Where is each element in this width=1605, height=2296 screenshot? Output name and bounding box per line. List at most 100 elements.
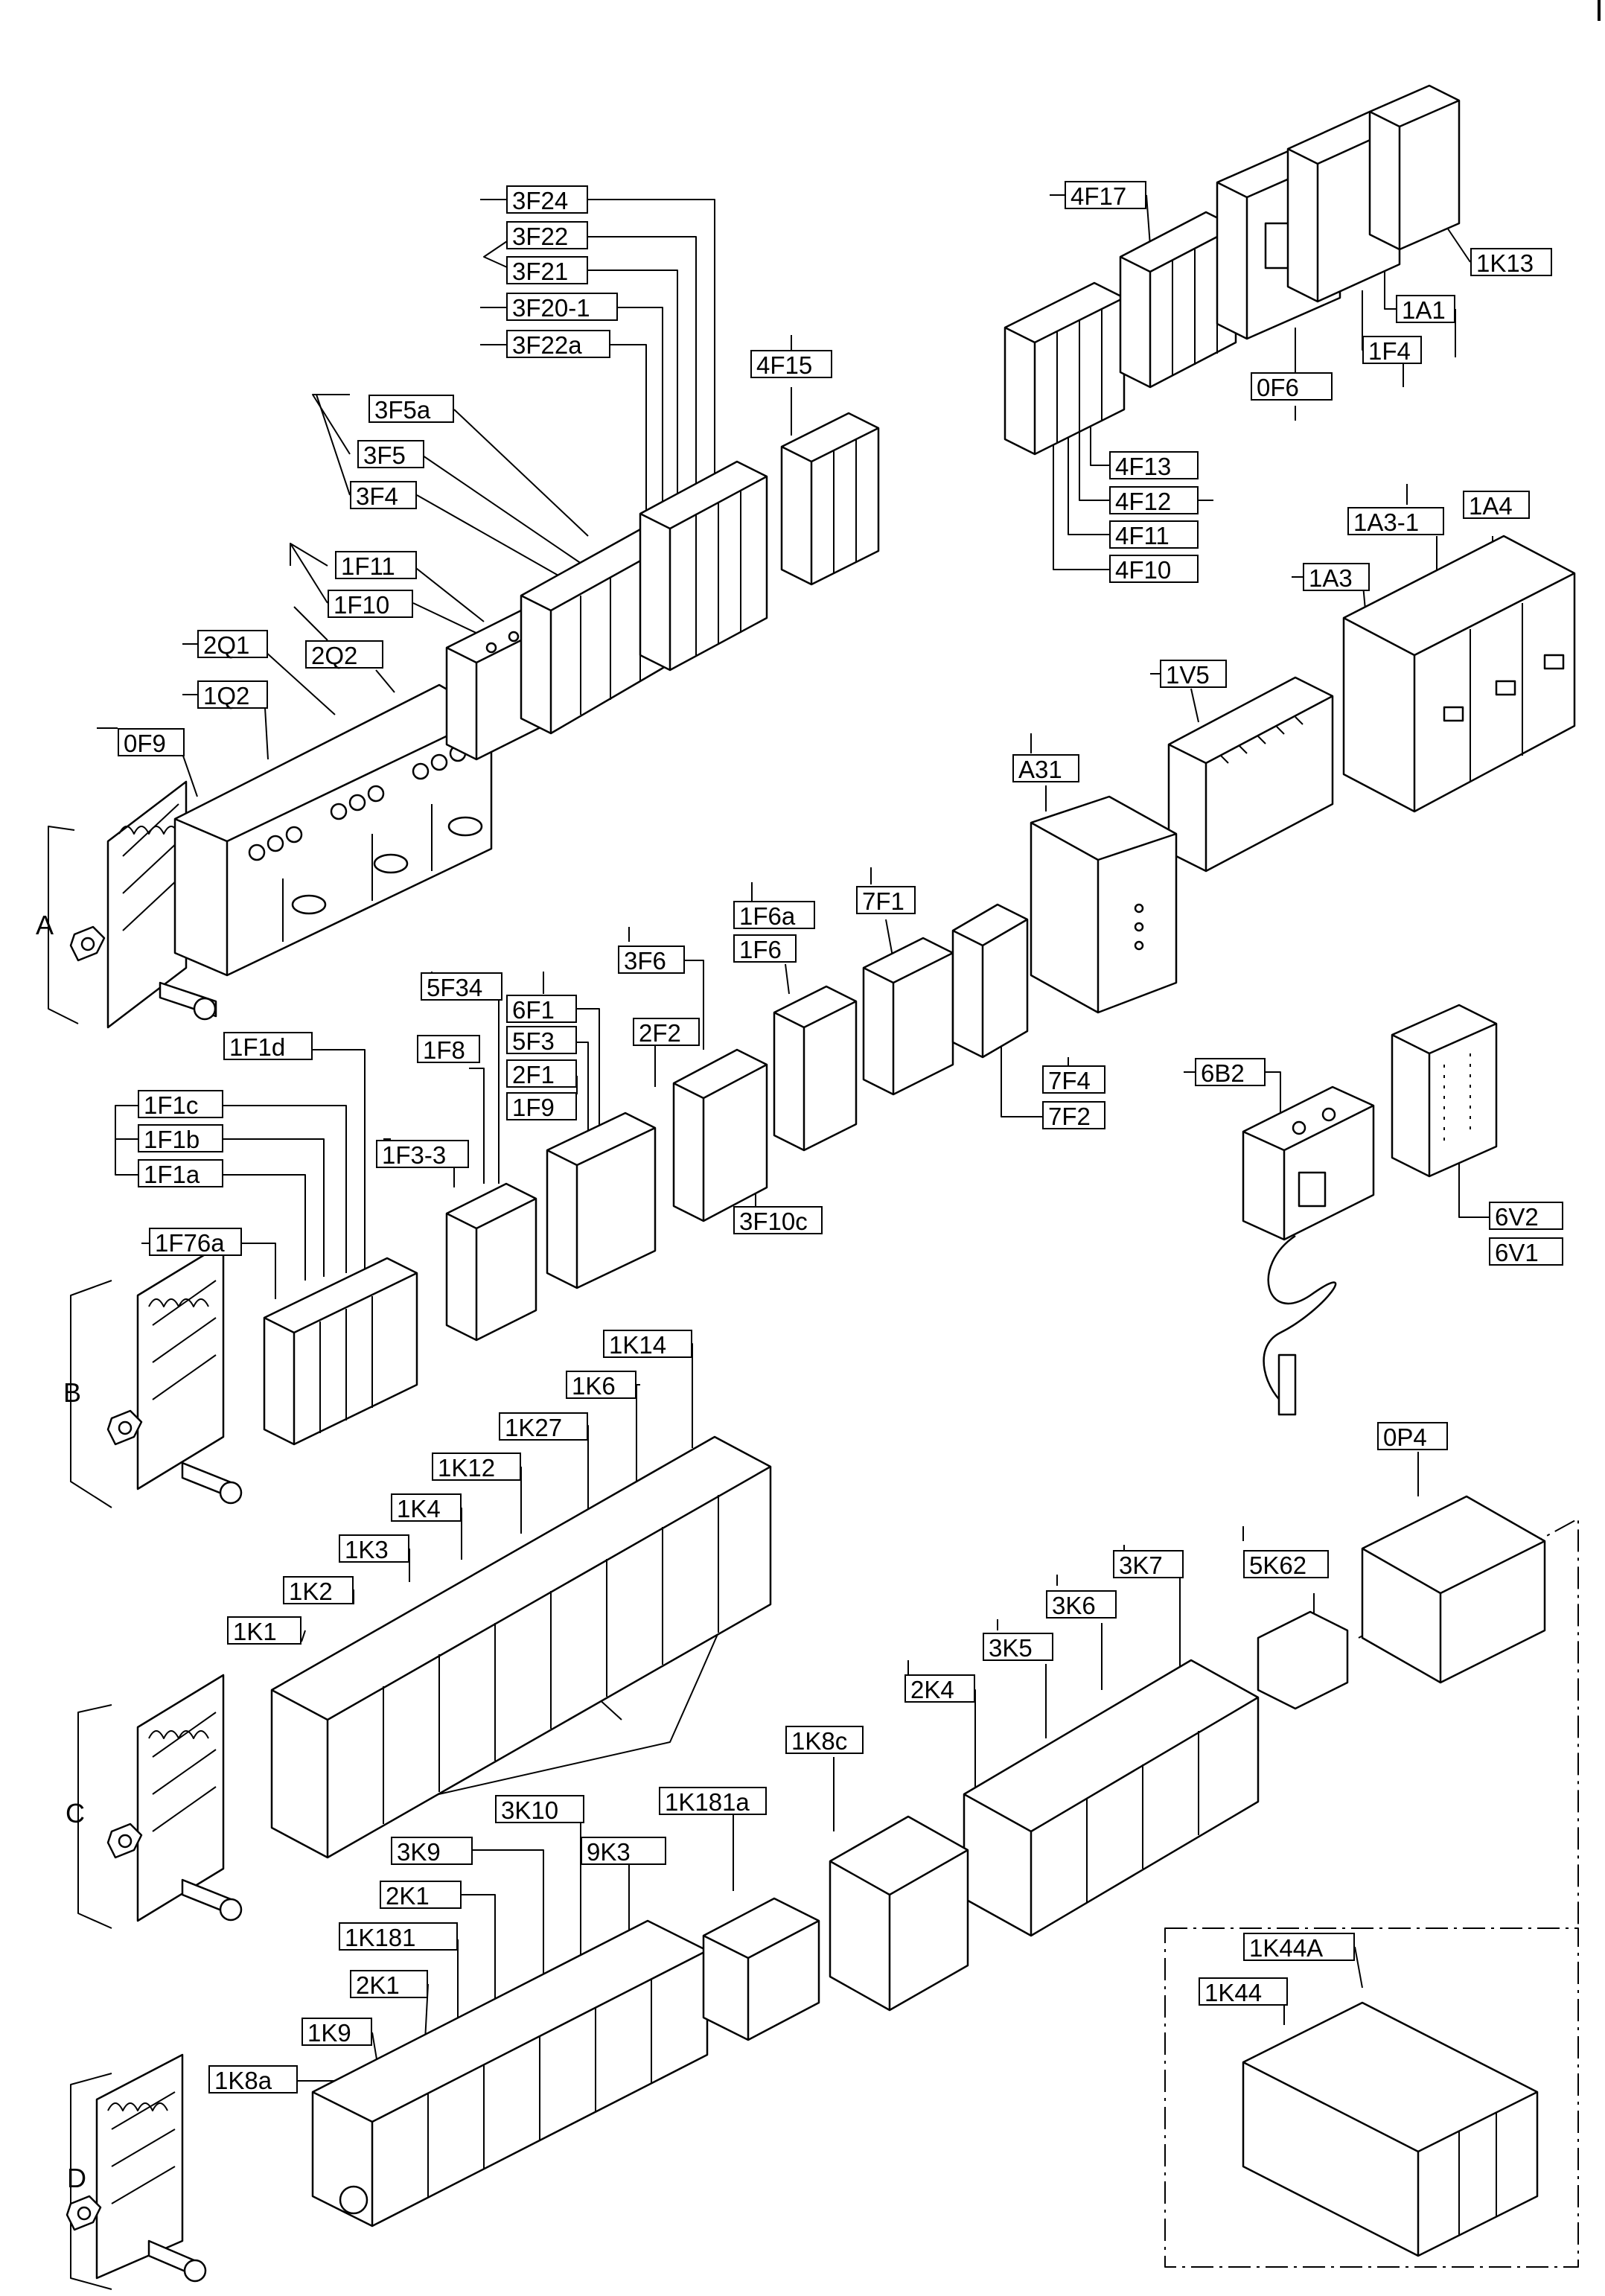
part-label-4f15: 4F15 <box>750 350 832 379</box>
contactor-1k8c <box>829 1815 969 2012</box>
part-label-1a3: 1A3 <box>1303 563 1370 592</box>
part-label-3k10: 3K10 <box>495 1795 584 1824</box>
part-label-1k3: 1K3 <box>339 1534 409 1563</box>
part-label-1f8: 1F8 <box>417 1035 480 1064</box>
part-label-1k44a: 1K44A <box>1243 1933 1355 1962</box>
din-rail-a <box>69 780 217 1029</box>
part-label-1f1c: 1F1c <box>138 1090 223 1119</box>
part-label-1k8c: 1K8c <box>785 1726 864 1755</box>
part-label-3k9: 3K9 <box>391 1837 473 1866</box>
part-label-1f10: 1F10 <box>328 590 413 619</box>
contactor-1k181a <box>702 1897 820 2041</box>
part-label-1k2: 1K2 <box>283 1576 354 1605</box>
din-rail-b <box>106 1242 243 1505</box>
part-label-1k181a: 1K181a <box>659 1787 767 1816</box>
part-label-1a3-1: 1A3-1 <box>1347 507 1444 536</box>
part-label-7f4: 7F4 <box>1042 1065 1105 1094</box>
part-label-1f1d: 1F1d <box>223 1032 313 1061</box>
part-label-3f6: 3F6 <box>618 945 685 975</box>
terminal-block-1v5 <box>1167 676 1334 873</box>
part-label-3f20-1: 3F20-1 <box>506 293 618 322</box>
din-rail-d <box>66 2053 207 2283</box>
part-label-2f1: 2F1 <box>506 1059 577 1088</box>
breaker-4f15 <box>780 412 880 586</box>
rail-letter-d: D <box>67 2163 86 2193</box>
part-label-3k6: 3K6 <box>1046 1590 1117 1619</box>
part-label-5f34: 5F34 <box>421 972 502 1001</box>
part-label-2k1-upper: 2K1 <box>380 1881 462 1910</box>
part-label-4f12: 4F12 <box>1109 486 1199 515</box>
part-label-1a4: 1A4 <box>1463 491 1530 520</box>
part-label-2q2: 2Q2 <box>305 640 383 669</box>
unit-a31 <box>1030 795 1178 1014</box>
part-label-2f2: 2F2 <box>633 1018 700 1047</box>
part-label-3f10c: 3F10c <box>733 1206 823 1235</box>
part-label-1k8a: 1K8a <box>208 2065 298 2094</box>
meter-0p4 <box>1361 1495 1546 1684</box>
part-label-1k13: 1K13 <box>1470 248 1552 277</box>
part-label-5f3: 5F3 <box>506 1026 577 1055</box>
part-label-1v5: 1V5 <box>1160 660 1227 689</box>
rail-letter-b: B <box>63 1377 82 1408</box>
part-label-1f1a: 1F1a <box>138 1159 223 1188</box>
relay-1k13 <box>1368 84 1461 251</box>
part-label-0f6: 0F6 <box>1251 372 1333 401</box>
part-label-1k12: 1K12 <box>432 1452 521 1482</box>
part-label-6f1: 6F1 <box>506 995 577 1024</box>
part-label-6v1: 6V1 <box>1489 1237 1563 1266</box>
part-label-6v2: 6V2 <box>1489 1202 1563 1231</box>
part-label-3f22a: 3F22a <box>506 330 610 359</box>
part-label-1k9: 1K9 <box>301 2018 372 2047</box>
contactors-row-d <box>311 1919 709 2228</box>
part-label-2q1: 2Q1 <box>197 630 268 659</box>
module-1k44 <box>1242 2001 1539 2257</box>
part-label-3f4: 3F4 <box>350 481 417 510</box>
part-label-3f21: 3F21 <box>506 256 588 285</box>
contactors-1k1-1k14 <box>270 1435 772 1859</box>
motor-protection-switches <box>173 683 493 977</box>
part-label-9k3: 9K3 <box>581 1837 666 1866</box>
part-label-3f5a: 3F5a <box>368 395 454 424</box>
part-label-1f76a: 1F76a <box>149 1228 242 1257</box>
part-label-1a1: 1A1 <box>1396 295 1455 324</box>
part-label-a31: A31 <box>1012 754 1079 783</box>
part-label-3f24: 3F24 <box>506 185 588 214</box>
breakers-4f10-4f13 <box>1003 281 1126 456</box>
part-label-6b2: 6B2 <box>1195 1058 1266 1087</box>
part-label-2k4: 2K4 <box>904 1674 975 1703</box>
contactors-2k4-3k7 <box>963 1659 1260 1937</box>
part-label-3k7: 3K7 <box>1113 1550 1184 1579</box>
part-label-4f13: 4F13 <box>1109 451 1199 480</box>
part-label-1f11: 1F11 <box>335 551 417 580</box>
rail-letter-c: C <box>66 1798 85 1828</box>
part-label-1k1: 1K1 <box>227 1616 301 1645</box>
part-label-0p4: 0P4 <box>1377 1422 1448 1451</box>
part-label-1k181: 1K181 <box>339 1922 458 1951</box>
part-label-1f1b: 1F1b <box>138 1124 223 1153</box>
part-label-1f9: 1F9 <box>506 1092 577 1121</box>
part-label-0f9: 0F9 <box>118 728 185 757</box>
part-label-4f11: 4F11 <box>1109 520 1199 549</box>
rail-letter-a: A <box>36 910 54 940</box>
part-label-1k27: 1K27 <box>499 1412 588 1441</box>
part-label-4f17: 4F17 <box>1065 181 1146 210</box>
part-label-1k14: 1K14 <box>603 1330 692 1359</box>
part-label-5k62: 5K62 <box>1243 1550 1329 1579</box>
thermostat-6b2 <box>1242 1085 1375 1416</box>
breakers-row-b <box>263 903 1029 1446</box>
module-6v1-6v2 <box>1391 1004 1498 1178</box>
part-label-7f2: 7F2 <box>1042 1101 1105 1130</box>
part-label-2k1-lower: 2K1 <box>350 1970 428 1999</box>
part-label-3f5: 3F5 <box>357 440 424 469</box>
part-label-3k5: 3K5 <box>983 1633 1053 1662</box>
part-label-4f10: 4F10 <box>1109 555 1199 584</box>
part-label-1f4: 1F4 <box>1362 336 1422 365</box>
breakers-3f20-3f24 <box>639 460 768 672</box>
part-label-1f6: 1F6 <box>733 934 797 963</box>
part-label-1k4: 1K4 <box>391 1493 462 1522</box>
modules-1a3-1a4 <box>1342 535 1576 813</box>
part-label-1f3-3: 1F3-3 <box>376 1140 469 1169</box>
part-label-7f1: 7F1 <box>856 886 916 915</box>
